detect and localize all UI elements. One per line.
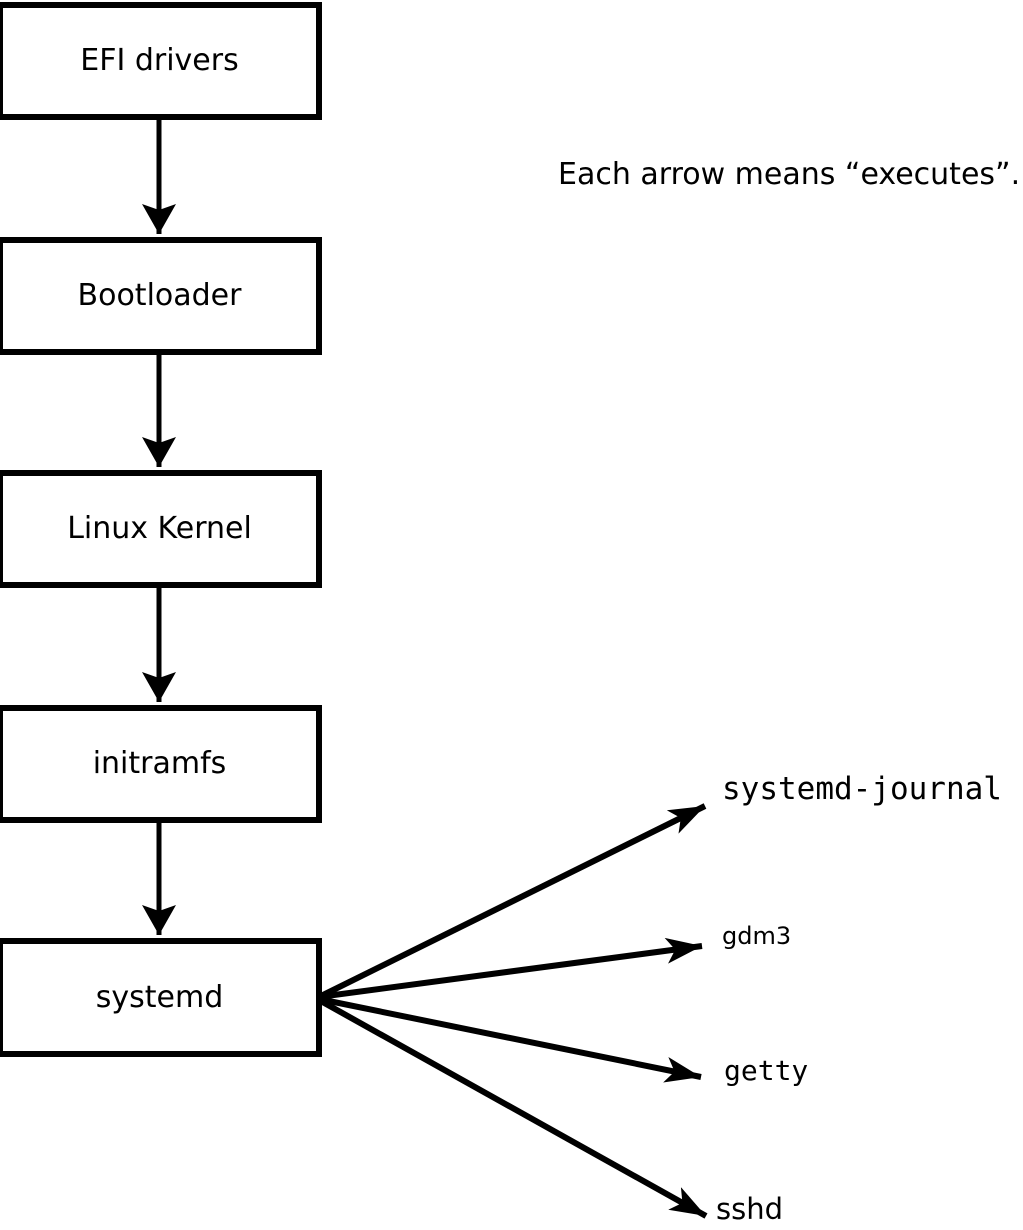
arrow-systemd-to-sshd (317, 997, 708, 1219)
node-efi-drivers-label: EFI drivers (80, 43, 239, 78)
label-sshd: sshd (716, 1192, 784, 1226)
arrow-systemd-to-journal (317, 803, 707, 1000)
node-efi-drivers: EFI drivers (0, 2, 322, 120)
node-initramfs-label: initramfs (92, 746, 227, 781)
node-linux-kernel: Linux Kernel (0, 470, 322, 588)
arrow-systemd-to-gdm3 (318, 937, 703, 1000)
label-gdm3: gdm3 (722, 922, 792, 950)
node-linux-kernel-label: Linux Kernel (67, 511, 252, 546)
label-getty: getty (724, 1054, 809, 1087)
note-arrow-meaning: Each arrow means “executes”. (558, 157, 1021, 192)
arrow-systemd-to-getty (318, 996, 702, 1083)
node-bootloader: Bootloader (0, 237, 322, 355)
node-systemd: systemd (0, 938, 322, 1057)
label-systemd-journal: systemd-journal (722, 771, 1002, 807)
node-initramfs: initramfs (0, 705, 322, 823)
node-systemd-label: systemd (95, 979, 224, 1015)
node-bootloader-label: Bootloader (77, 278, 242, 313)
